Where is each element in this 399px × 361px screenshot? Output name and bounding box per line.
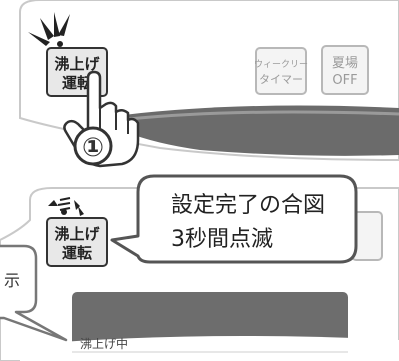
completion-callout: 設定完了の合図 3秒間点滅 — [110, 174, 358, 264]
boil-operation-label-line1: 沸上げ — [54, 55, 100, 73]
left-callout: 示 — [0, 244, 68, 342]
panel-bottom: 沸上げ中 沸上げ 運転 設定完了の合図 3秒間点滅 示 — [0, 174, 399, 361]
display-status-text: 沸上げ中 — [80, 336, 128, 351]
summer-off-label-line2: OFF — [332, 73, 357, 88]
panel-top-swoosh — [100, 105, 399, 156]
panel-top: 沸上げ 運転 ウィークリー タイマー 夏場 OFF ① — [19, 0, 399, 168]
callout-line2: 3秒間点滅 — [171, 227, 273, 252]
boil-operation-button-bottom[interactable]: 沸上げ 運転 — [46, 217, 108, 267]
step-one-badge: ① — [73, 126, 113, 166]
summer-off-button[interactable]: 夏場 OFF — [321, 45, 369, 95]
weekly-timer-label-line1: ウィークリー — [254, 59, 308, 70]
boil-operation-label-line2: 運転 — [62, 74, 92, 92]
callout-line1: 設定完了の合図 — [171, 193, 325, 218]
weekly-timer-button[interactable]: ウィークリー タイマー — [254, 47, 308, 95]
boil-operation-bottom-label-line1: 沸上げ — [54, 225, 100, 243]
summer-off-label-line1: 夏場 — [332, 56, 358, 71]
weekly-timer-label-line2: タイマー — [259, 73, 303, 86]
indicator-light-top — [28, 12, 70, 47]
step-one-label: ① — [82, 133, 104, 163]
left-callout-text: 示 — [4, 271, 20, 290]
indicator-light-blinking — [48, 197, 84, 216]
boil-operation-bottom-label-line2: 運転 — [62, 244, 92, 262]
